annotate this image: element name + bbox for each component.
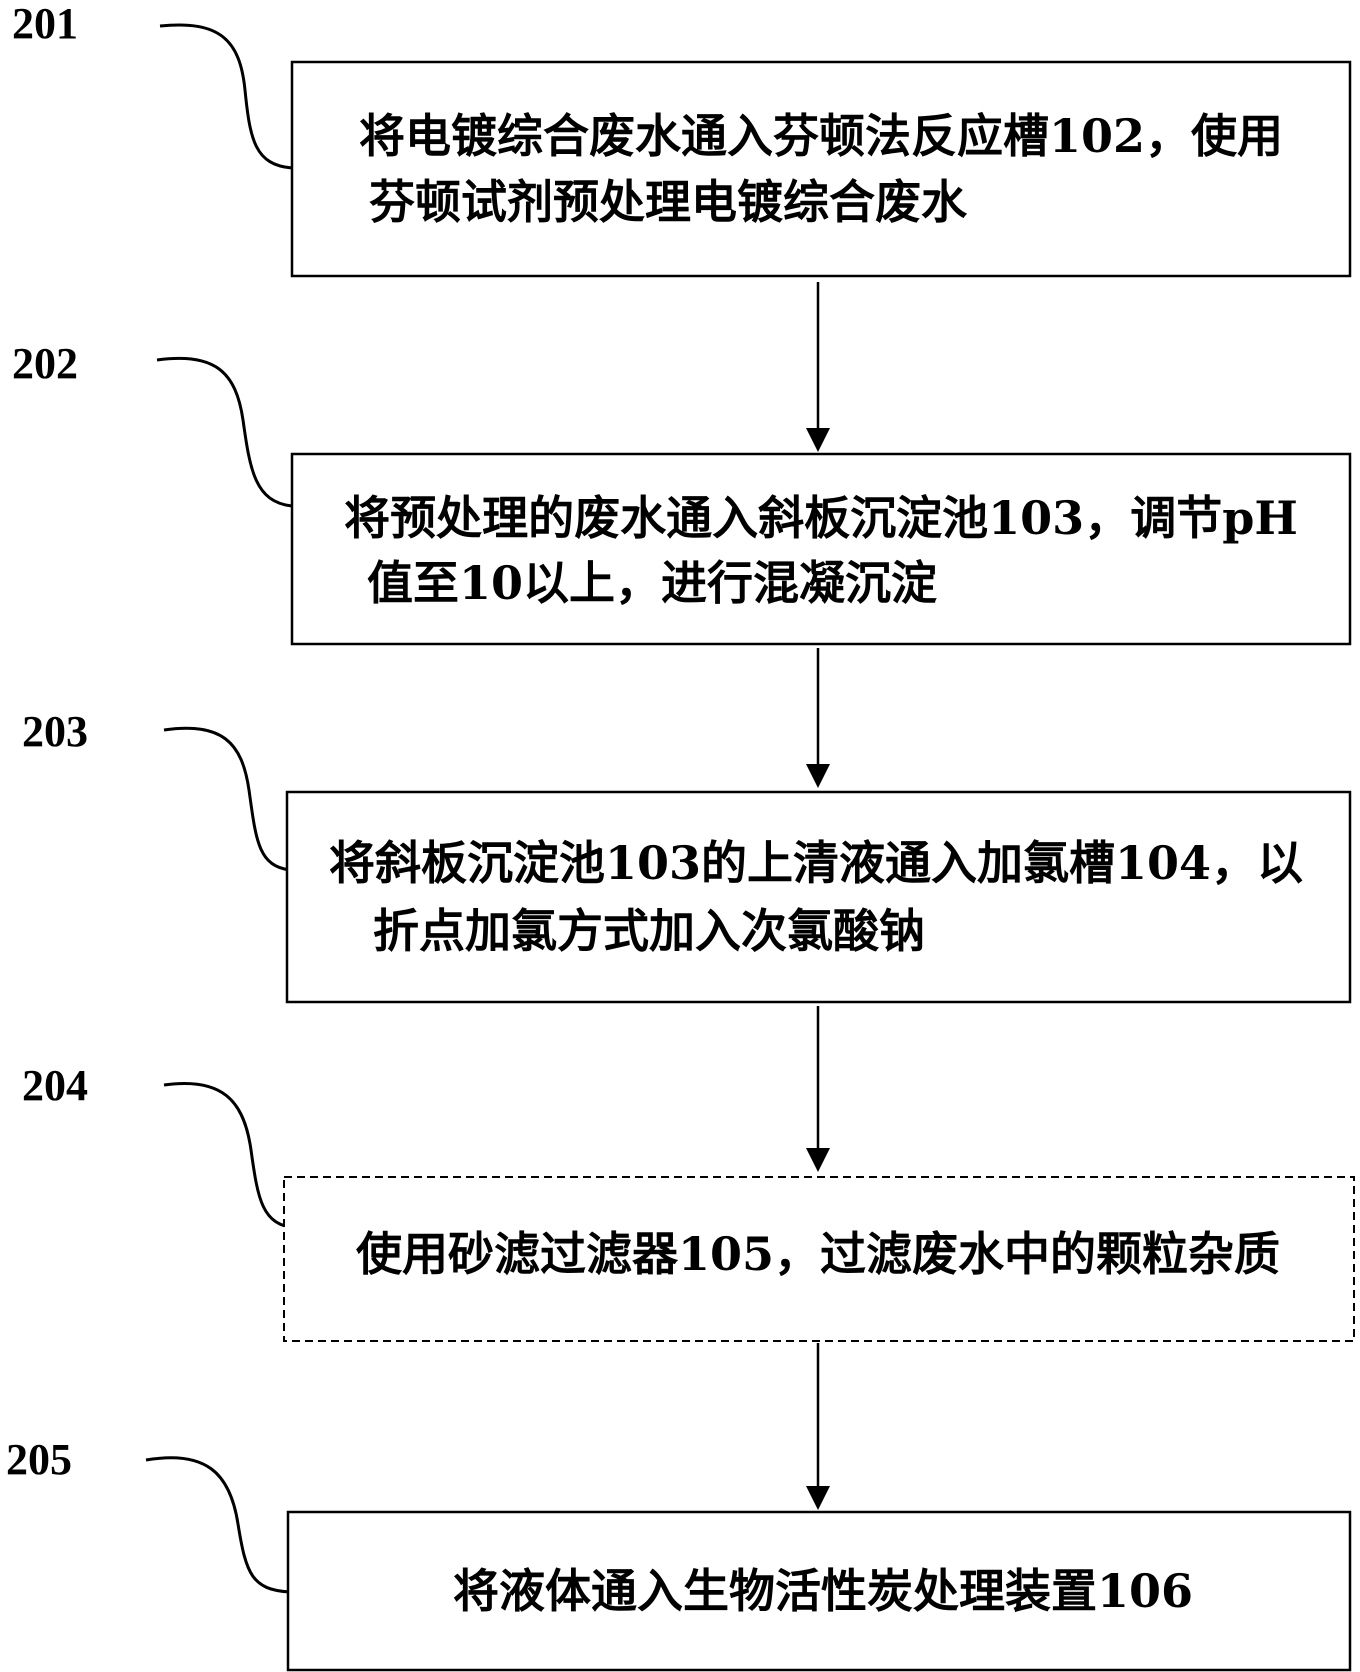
- step-203: 203 将斜板沉淀池103的上清液通入加氯槽104，以 折点加氯方式加入次氯酸钠: [22, 707, 1352, 1004]
- step-text-203-line2: 折点加氯方式加入次氯酸钠: [373, 904, 925, 958]
- step-text-202-line1: 将预处理的废水通入斜板沉淀池103，调节pH: [344, 491, 1298, 545]
- step-box-203: [285, 790, 1352, 1004]
- leader-line-202: [156, 356, 293, 508]
- arrow-head-icon: [806, 1148, 830, 1172]
- step-text-201-line2: 芬顿试剂预处理电镀综合废水: [369, 175, 968, 229]
- arrow-201-202: [806, 282, 830, 452]
- step-number-204: 204: [22, 1061, 88, 1110]
- step-box-201: [290, 60, 1352, 278]
- step-text-204-line1: 使用砂滤过滤器105，过滤废水中的颗粒杂质: [356, 1227, 1280, 1281]
- step-number-205: 205: [6, 1435, 72, 1484]
- arrow-204-205: [806, 1343, 830, 1510]
- step-text-205-line1: 将液体通入生物活性炭处理装置106: [453, 1564, 1193, 1618]
- leader-line-201: [159, 23, 293, 170]
- step-204: 204 使用砂滤过滤器105，过滤废水中的颗粒杂质: [22, 1061, 1355, 1342]
- step-box-205: [286, 1510, 1352, 1672]
- leader-line-203: [163, 726, 291, 872]
- step-text-201-line1: 将电镀综合废水通入芬顿法反应槽102，使用: [359, 109, 1283, 163]
- arrow-head-icon: [806, 428, 830, 452]
- arrow-head-icon: [806, 1486, 830, 1510]
- leader-line-204: [163, 1082, 297, 1230]
- step-box-202: [290, 452, 1352, 646]
- step-number-202: 202: [12, 339, 78, 388]
- step-205: 205 将液体通入生物活性炭处理装置106: [6, 1435, 1352, 1672]
- step-201: 201 将电镀综合废水通入芬顿法反应槽102，使用 芬顿试剂预处理电镀综合废水: [12, 0, 1352, 278]
- arrow-202-203: [806, 648, 830, 788]
- step-text-202-line2: 值至10以上，进行混凝沉淀: [367, 556, 937, 610]
- arrow-203-204: [806, 1006, 830, 1172]
- step-box-204: [283, 1176, 1355, 1342]
- step-text-203-line1: 将斜板沉淀池103的上清液通入加氯槽104，以: [329, 836, 1303, 890]
- step-number-201: 201: [12, 0, 78, 48]
- leader-line-205: [145, 1456, 291, 1594]
- step-number-203: 203: [22, 707, 88, 756]
- arrow-head-icon: [806, 764, 830, 788]
- step-202: 202 将预处理的废水通入斜板沉淀池103，调节pH 值至10以上，进行混凝沉淀: [12, 339, 1352, 646]
